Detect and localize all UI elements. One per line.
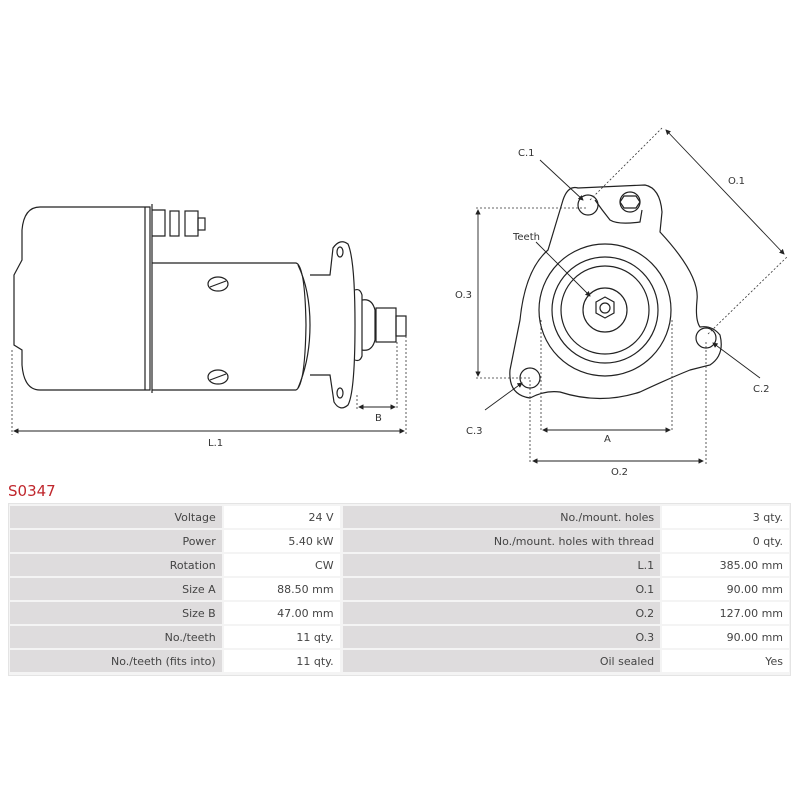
product-code: S0347: [8, 482, 56, 500]
spec-value: 90.00 mm: [662, 626, 789, 648]
spec-value: Yes: [662, 650, 789, 672]
label-a: A: [604, 434, 611, 445]
label-o2: O.2: [611, 467, 628, 478]
side-view: L.1 B: [11, 204, 407, 449]
label-c1: C.1: [518, 148, 535, 159]
spec-label: No./teeth (fits into): [10, 650, 222, 672]
label-c2: C.2: [753, 384, 770, 395]
table-row: Power 5.40 kW No./mount. holes with thre…: [10, 530, 789, 552]
spec-label: O.2: [342, 602, 661, 624]
spec-table: Voltage 24 V No./mount. holes 3 qty. Pow…: [8, 503, 791, 676]
table-row: Voltage 24 V No./mount. holes 3 qty.: [10, 506, 789, 528]
table-row: Rotation CW L.1 385.00 mm: [10, 554, 789, 576]
spec-label: O.3: [342, 626, 661, 648]
spec-value: 0 qty.: [662, 530, 789, 552]
spec-label: No./mount. holes: [342, 506, 661, 528]
spec-value: 127.00 mm: [662, 602, 789, 624]
spec-value: 385.00 mm: [662, 554, 789, 576]
spec-value: 24 V: [223, 506, 340, 528]
spec-value: 5.40 kW: [223, 530, 340, 552]
label-l1: L.1: [208, 438, 223, 449]
label-b: B: [375, 413, 382, 424]
label-teeth: Teeth: [512, 232, 540, 243]
spec-label: Size A: [10, 578, 222, 600]
spec-value: 90.00 mm: [662, 578, 789, 600]
table-row: No./teeth (fits into) 11 qty. Oil sealed…: [10, 650, 789, 672]
spec-value: 88.50 mm: [223, 578, 340, 600]
table-row: Size A 88.50 mm O.1 90.00 mm: [10, 578, 789, 600]
table-row: No./teeth 11 qty. O.3 90.00 mm: [10, 626, 789, 648]
spec-value: 47.00 mm: [223, 602, 340, 624]
spec-label: O.1: [342, 578, 661, 600]
label-c3: C.3: [466, 426, 483, 437]
table-row: Size B 47.00 mm O.2 127.00 mm: [10, 602, 789, 624]
spec-label: No./mount. holes with thread: [342, 530, 661, 552]
technical-drawing: L.1 B C.1 Teeth O.1 O.3: [11, 127, 789, 478]
spec-label: Size B: [10, 602, 222, 624]
label-o3: O.3: [455, 290, 472, 301]
spec-value: 3 qty.: [662, 506, 789, 528]
spec-label: Oil sealed: [342, 650, 661, 672]
spec-label: L.1: [342, 554, 661, 576]
spec-label: Rotation: [10, 554, 222, 576]
spec-value: CW: [223, 554, 340, 576]
spec-label: No./teeth: [10, 626, 222, 648]
spec-label: Voltage: [10, 506, 222, 528]
label-o1: O.1: [728, 176, 745, 187]
front-view: C.1 Teeth O.1 O.3 C.2 C.3 A O.2: [455, 127, 789, 478]
spec-label: Power: [10, 530, 222, 552]
spec-value: 11 qty.: [223, 650, 340, 672]
spec-value: 11 qty.: [223, 626, 340, 648]
